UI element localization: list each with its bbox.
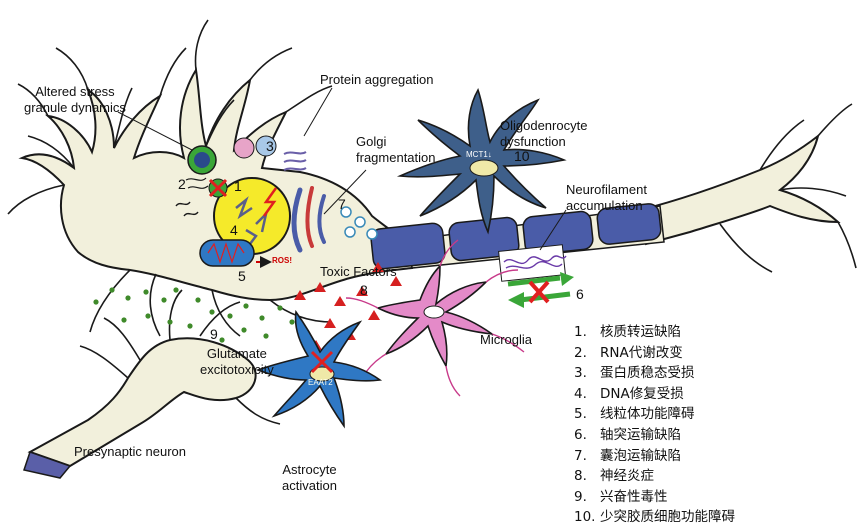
myelin-segment: [596, 203, 662, 245]
myelin-segment: [370, 222, 446, 270]
legend-number: 7.: [574, 447, 587, 464]
rna-strands: [175, 201, 199, 217]
stress-granule: [185, 145, 217, 189]
legend-number: 4.: [574, 385, 587, 402]
legend-text: DNA修复受损: [600, 385, 684, 402]
legend-number: 5.: [574, 406, 587, 423]
astrocyte-nucleus: [309, 366, 335, 382]
legend-number: 8.: [574, 468, 587, 485]
label-glutamate: Glutamate excitotoxicity: [200, 346, 274, 378]
legend-number: 10.: [574, 509, 596, 526]
legend-text: 囊泡运输缺陷: [600, 447, 681, 464]
marker-10: 10: [514, 148, 530, 164]
label-oligodendrocyte: Oligodenrocyte dysfunction: [500, 118, 587, 150]
axon-terminal: [638, 103, 857, 273]
label-toxic-factors: Toxic Factors: [320, 264, 397, 279]
glutamate-vesicles: [93, 287, 295, 343]
label-astrocyte: Astrocyte activation: [282, 462, 337, 494]
legend-item: 9. 兴奋性毒性: [574, 487, 834, 508]
vesicles: [340, 206, 378, 240]
axon: [370, 203, 665, 282]
protein-aggregates: [233, 135, 307, 171]
label-stress-granule-line1: Altered stress: [35, 84, 115, 99]
legend-text: RNA代谢改变: [600, 344, 683, 361]
legend-number: 2.: [574, 344, 587, 361]
nuclear-pore-block: [208, 178, 228, 198]
oligodendrocyte: [396, 88, 567, 235]
label-neurofilament-line1: Neurofilament: [566, 182, 647, 197]
label-golgi-line2: fragmentation: [356, 150, 436, 165]
marker-3: 3: [266, 138, 274, 154]
axonal-transport-block: [507, 272, 574, 308]
marker-1: 1: [234, 178, 242, 194]
label-stress-granule-line2: granule dynamics: [24, 100, 126, 115]
presynaptic-neuron: [23, 289, 281, 479]
legend-item: 4. DNA修复受损: [574, 384, 834, 405]
marker-4: 4: [230, 222, 238, 238]
label-neurofilament-line2: accumulation: [566, 198, 643, 213]
label-eaat2: EAAT2: [308, 378, 333, 387]
label-ros: ROS!: [272, 256, 292, 265]
label-astrocyte-line2: activation: [282, 478, 337, 493]
mitochondrion: [199, 239, 272, 268]
label-microglia: Microglia: [480, 332, 533, 347]
marker-2: 2: [178, 176, 186, 192]
legend-item: 2. RNA代谢改变: [574, 343, 834, 364]
marker-7: 7: [338, 196, 346, 212]
legend-item: 6. 轴突运输缺陷: [574, 425, 834, 446]
legend-text: 少突胶质细胞功能障碍: [600, 509, 735, 526]
microglia-nucleus: [423, 305, 445, 319]
marker-6: 6: [576, 286, 584, 302]
legend-number: 6.: [574, 426, 587, 443]
legend-list: 1. 核质转运缺陷 2. RNA代谢改变 3. 蛋白质稳态受损 4. DNA修复受损 5…: [574, 322, 834, 528]
marker-5: 5: [238, 268, 246, 284]
label-glutamate-line1: Glutamate: [206, 346, 267, 361]
legend-text: 神经炎症: [600, 468, 654, 485]
label-protein-aggregation: Protein aggregation: [320, 72, 434, 87]
label-glutamate-line2: excitotoxicity: [200, 362, 274, 377]
label-neurofilament: Neurofilament accumulation: [566, 182, 647, 214]
astrocyte: [255, 309, 383, 429]
label-golgi-line1: Golgi: [356, 134, 387, 149]
lightning-icon: [262, 187, 278, 217]
label-mct1: MCT1↓: [466, 150, 492, 159]
marker-8: 8: [360, 282, 368, 298]
neuron-body: [7, 19, 414, 337]
legend-text: 轴突运输缺陷: [600, 426, 681, 443]
label-presynaptic: Presynaptic neuron: [74, 444, 187, 459]
oligodendrocyte-nucleus: [469, 159, 499, 177]
legend-item: 7. 囊泡运输缺陷: [574, 446, 834, 467]
legend-text: 核质转运缺陷: [600, 324, 681, 340]
label-stress-granule: Altered stress granule dynamics: [24, 84, 126, 116]
legend-number: 9.: [574, 488, 587, 505]
legend-item: 3. 蛋白质稳态受损: [574, 363, 834, 384]
leader-lines: [117, 87, 567, 251]
legend-number: 1.: [574, 324, 587, 340]
label-oligodendrocyte-line2: dysfunction: [500, 134, 566, 149]
legend-number: 3.: [574, 365, 587, 382]
label-golgi: Golgi fragmentation: [356, 134, 436, 166]
microglia: [345, 239, 525, 397]
neurofilament-box: [498, 244, 566, 282]
golgi: [291, 186, 326, 253]
marker-9: 9: [210, 326, 218, 342]
legend-item: 8. 神经炎症: [574, 466, 834, 487]
label-astrocyte-line1: Astrocyte: [282, 462, 337, 477]
legend-item: 10.少突胶质细胞功能障碍: [574, 507, 834, 528]
legend-item: 5. 线粒体功能障碍: [574, 404, 834, 425]
label-oligodendrocyte-line1: Oligodenrocyte: [500, 118, 588, 133]
myelin-segment: [448, 216, 520, 262]
legend-item: 1. 核质转运缺陷: [574, 322, 834, 343]
legend-text: 蛋白质稳态受损: [600, 365, 695, 382]
legend-text: 线粒体功能障碍: [600, 406, 695, 423]
legend-text: 兴奋性毒性: [600, 488, 668, 505]
